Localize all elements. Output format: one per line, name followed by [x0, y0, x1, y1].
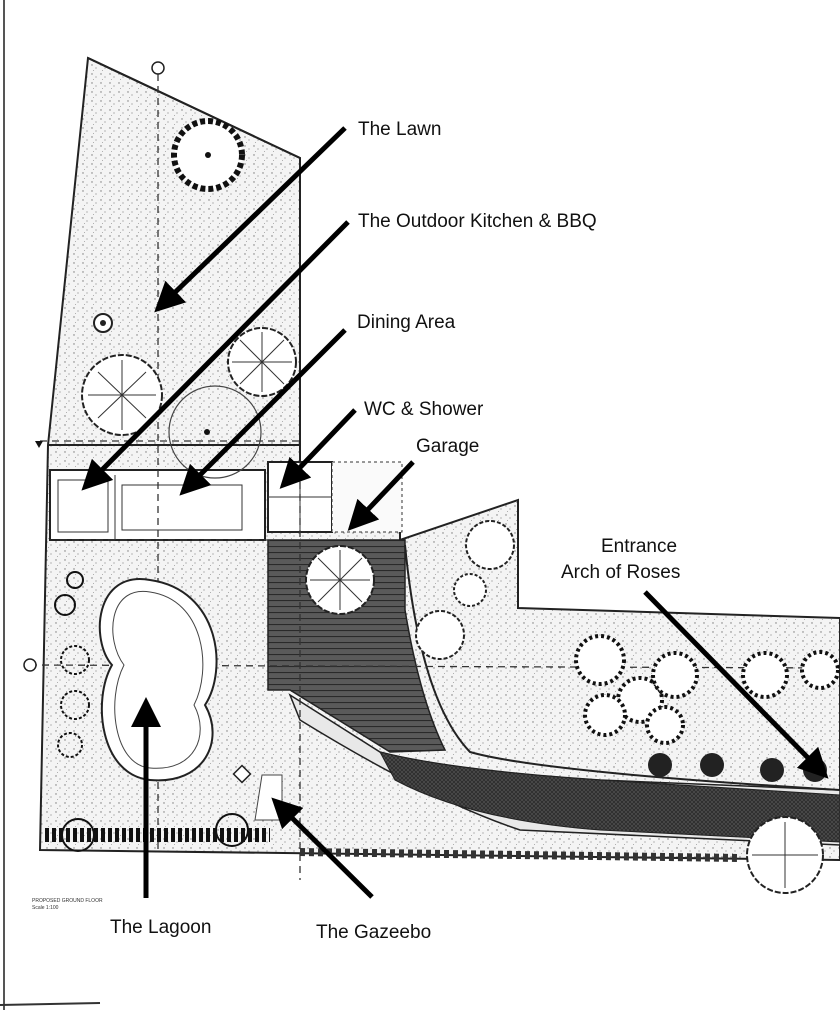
- label-lagoon: The Lagoon: [110, 917, 211, 938]
- grid-marker-top: [151, 61, 165, 75]
- arrow-wc: [279, 408, 357, 489]
- garage-block: [331, 461, 403, 533]
- grid-marker-left: [23, 658, 37, 672]
- label-kitchen: The Outdoor Kitchen & BBQ: [358, 211, 597, 232]
- hedge-row: [45, 813, 741, 862]
- fire-pit-center: [205, 152, 211, 158]
- arrow-kitchen: [81, 220, 350, 491]
- label-entrance: Entrance: [601, 536, 677, 557]
- label-dining: Dining Area: [357, 312, 456, 333]
- arrow-dining: [179, 328, 347, 496]
- label-garage: Garage: [416, 436, 479, 457]
- bird-bath-center: [100, 320, 106, 326]
- lagoon-inner-edge: [112, 590, 204, 769]
- round-patio: [168, 385, 262, 479]
- lagoon-pool: [98, 578, 218, 782]
- wedge-shrubs: [415, 520, 515, 660]
- paving-strip: [379, 751, 840, 843]
- left-plants: [54, 571, 90, 758]
- drawing-note-line2: Scale 1:100: [32, 905, 59, 911]
- label-lawn: The Lawn: [358, 119, 441, 140]
- lawn-area: [48, 57, 301, 446]
- patio-center: [204, 429, 210, 435]
- tree-right: [227, 327, 297, 397]
- arrow-entrance: [643, 590, 829, 779]
- grid-marker-triangle: [35, 441, 43, 448]
- arrow-lawn: [154, 126, 347, 313]
- arrow-garage: [347, 460, 415, 531]
- deck-tree: [305, 545, 375, 615]
- gazebo-post: [232, 764, 252, 784]
- tree-left: [81, 354, 163, 436]
- page-bottom-edge: [0, 1002, 101, 1006]
- arrow-gazebo: [271, 797, 374, 899]
- corner-tree: [746, 816, 824, 894]
- label-wc: WC & Shower: [364, 399, 484, 420]
- drawing-note-line1: PROPOSED GROUND FLOOR: [32, 898, 103, 904]
- label-arch-of-roses: Arch of Roses: [561, 562, 680, 583]
- label-gazebo: The Gazeebo: [316, 922, 431, 943]
